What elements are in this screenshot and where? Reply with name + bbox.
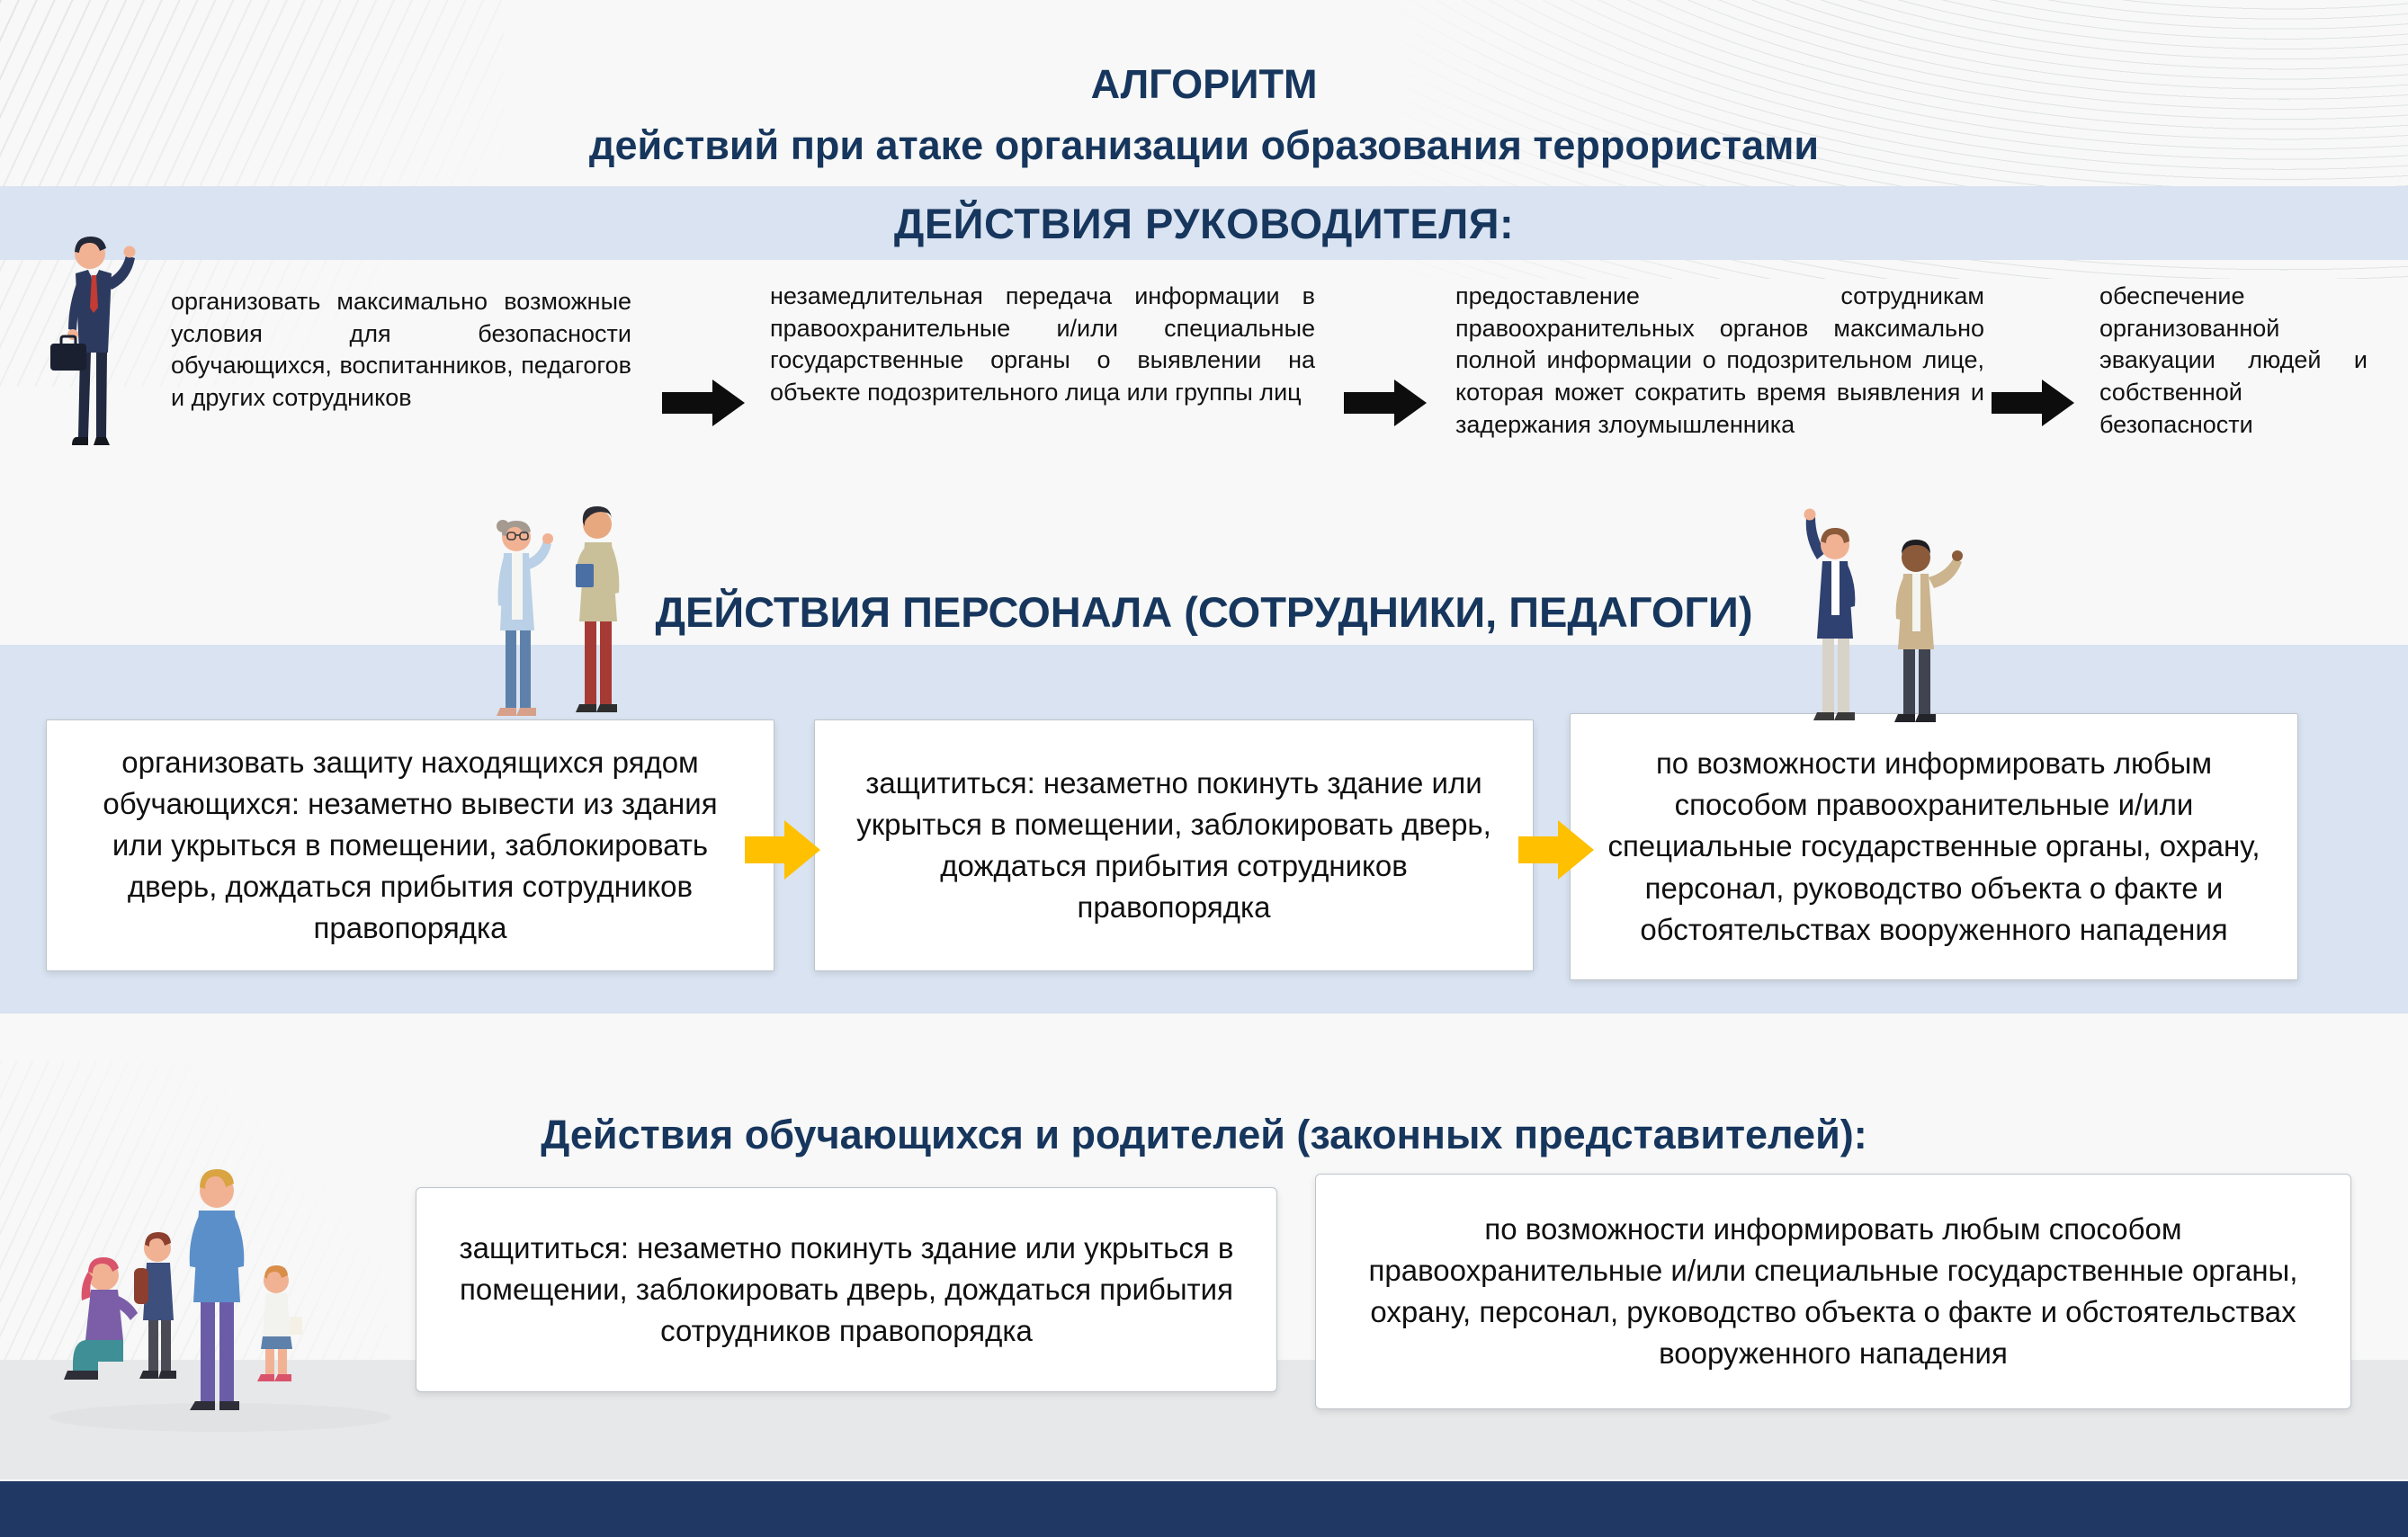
parents-step-card-2: по возможности информировать любым спосо…: [1315, 1174, 2351, 1409]
staff-section-title: ДЕЙСТВИЯ ПЕРСОНАЛА (СОТРУДНИКИ, ПЕДАГОГИ…: [655, 588, 1753, 636]
manager-illustration: [36, 225, 157, 486]
staff-pair-illustration: [1711, 505, 1999, 730]
yellow-arrow-icon: [1518, 817, 1594, 883]
staff-step-card-1: организовать защиту находящихся рядом об…: [46, 719, 774, 971]
black-arrow-icon: [1992, 378, 2074, 428]
page-title: АЛГОРИТМ: [1090, 61, 1318, 107]
teachers-illustration: [461, 496, 681, 743]
footer-bar: [0, 1481, 2408, 1537]
leader-header-band: ДЕЙСТВИЯ РУКОВОДИТЕЛЯ:: [0, 186, 2408, 260]
leader-section-title: ДЕЙСТВИЯ РУКОВОДИТЕЛЯ:: [893, 199, 1515, 247]
staff-step-2-text: защититься: незаметно покинуть здание ил…: [856, 765, 1491, 925]
black-arrow-icon: [1344, 378, 1427, 428]
parents-step-2-text: по возможности информировать любым спосо…: [1368, 1211, 2298, 1371]
leader-step-4: обеспечение организованной эвакуации люд…: [2099, 282, 2368, 438]
leader-step-1: организовать максимально возможные услов…: [171, 288, 631, 411]
staff-step-card-2: защититься: незаметно покинуть здание ил…: [814, 719, 1534, 971]
parents-section-title: Действия обучающихся и родителей (законн…: [541, 1112, 1867, 1157]
staff-step-card-3: по возможности информировать любым спосо…: [1570, 713, 2298, 980]
leader-step-2: незамедлительная передача информации в п…: [770, 282, 1315, 406]
staff-step-3-text: по возможности информировать любым спосо…: [1607, 746, 2260, 946]
parents-step-card-1: защититься: незаметно покинуть здание ил…: [416, 1187, 1277, 1392]
yellow-arrow-icon: [745, 817, 820, 883]
leader-step-3: предоставление сотрудникам правоохраните…: [1455, 282, 1984, 438]
page-subtitle: действий при атаке организации образован…: [588, 122, 1820, 168]
family-illustration: [40, 1104, 400, 1442]
black-arrow-icon: [662, 378, 745, 428]
staff-step-1-text: организовать защиту находящихся рядом об…: [103, 745, 718, 945]
parents-step-1-text: защититься: незаметно покинуть здание ил…: [459, 1230, 1234, 1348]
